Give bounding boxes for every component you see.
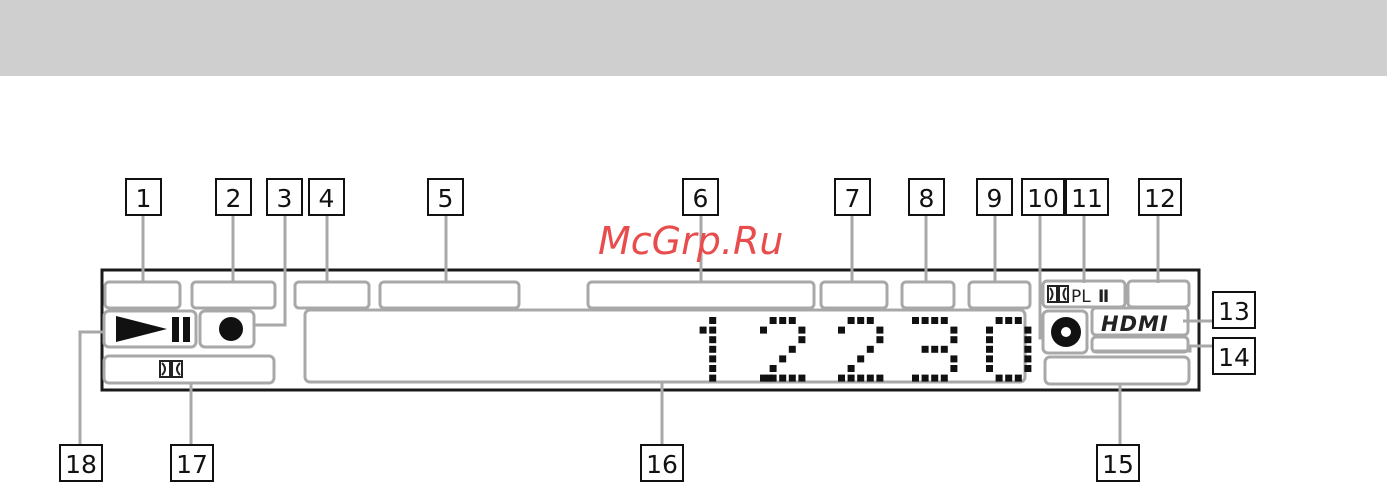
readout-char-3 <box>838 317 883 382</box>
segment-17 <box>104 356 274 383</box>
callout-3: 3 <box>267 179 302 215</box>
callout-8: 8 <box>909 179 944 215</box>
callout-18: 18 <box>60 445 102 481</box>
segment-7 <box>821 282 887 308</box>
display-frame <box>102 270 1199 390</box>
svg-text:12: 12 <box>1144 184 1176 213</box>
svg-text:Ⅱ: Ⅱ <box>1098 287 1109 307</box>
disc-icon <box>1051 317 1081 347</box>
svg-text:7: 7 <box>845 184 861 213</box>
segment-4 <box>295 282 369 308</box>
svg-text:3: 3 <box>277 184 293 213</box>
callout-13: 13 <box>1213 292 1255 328</box>
svg-text:2: 2 <box>226 184 242 213</box>
callout-14: 14 <box>1213 338 1255 374</box>
segment-5 <box>380 282 519 308</box>
callout-9: 9 <box>977 179 1012 215</box>
callout-11: 11 <box>1066 179 1108 215</box>
readout-char-5 <box>986 317 1031 382</box>
svg-text:15: 15 <box>1102 450 1134 479</box>
callout-4: 4 <box>309 179 344 215</box>
svg-text:5: 5 <box>438 184 454 213</box>
watermark: McGrp.Ru <box>598 219 783 263</box>
callout-1: 1 <box>126 179 161 215</box>
callout-16: 16 <box>641 445 683 481</box>
prologic-logo: PL Ⅱ <box>1048 286 1109 307</box>
svg-text:11: 11 <box>1071 184 1103 213</box>
callout-6: 6 <box>683 179 718 215</box>
segment-2 <box>192 282 275 308</box>
segment-6 <box>588 282 814 308</box>
svg-text:1: 1 <box>136 184 152 213</box>
segment-9 <box>969 282 1030 308</box>
callout-10: 10 <box>1022 179 1064 215</box>
callout-2: 2 <box>216 179 251 215</box>
segment-12 <box>1128 281 1189 307</box>
segment-1 <box>105 282 180 308</box>
segment-15 <box>1045 357 1189 384</box>
callout-17: 17 <box>171 445 213 481</box>
svg-text:17: 17 <box>176 450 208 479</box>
svg-text:PL: PL <box>1071 287 1091 307</box>
svg-text:13: 13 <box>1218 297 1250 326</box>
callout-5: 5 <box>428 179 463 215</box>
svg-text:9: 9 <box>987 184 1003 213</box>
hdmi-logo: HDMI <box>1101 312 1169 336</box>
svg-text:14: 14 <box>1218 343 1250 372</box>
play-pause-icon <box>116 316 190 342</box>
svg-text:4: 4 <box>319 184 335 213</box>
svg-text:18: 18 <box>65 450 97 479</box>
callout-15: 15 <box>1097 445 1139 481</box>
dolby-logo <box>160 361 182 377</box>
callout-12: 12 <box>1139 179 1181 215</box>
readout-char-0 <box>700 317 717 382</box>
callout-7: 7 <box>835 179 870 215</box>
dot-matrix-readout <box>700 317 1032 382</box>
segment-8 <box>902 282 954 308</box>
svg-text:6: 6 <box>693 184 709 213</box>
svg-text:16: 16 <box>646 450 678 479</box>
top-segments <box>105 281 1189 308</box>
readout-char-2 <box>760 317 805 382</box>
svg-text:8: 8 <box>919 184 935 213</box>
record-icon <box>219 317 243 341</box>
svg-text:10: 10 <box>1027 184 1059 213</box>
readout-char-4 <box>912 317 957 382</box>
